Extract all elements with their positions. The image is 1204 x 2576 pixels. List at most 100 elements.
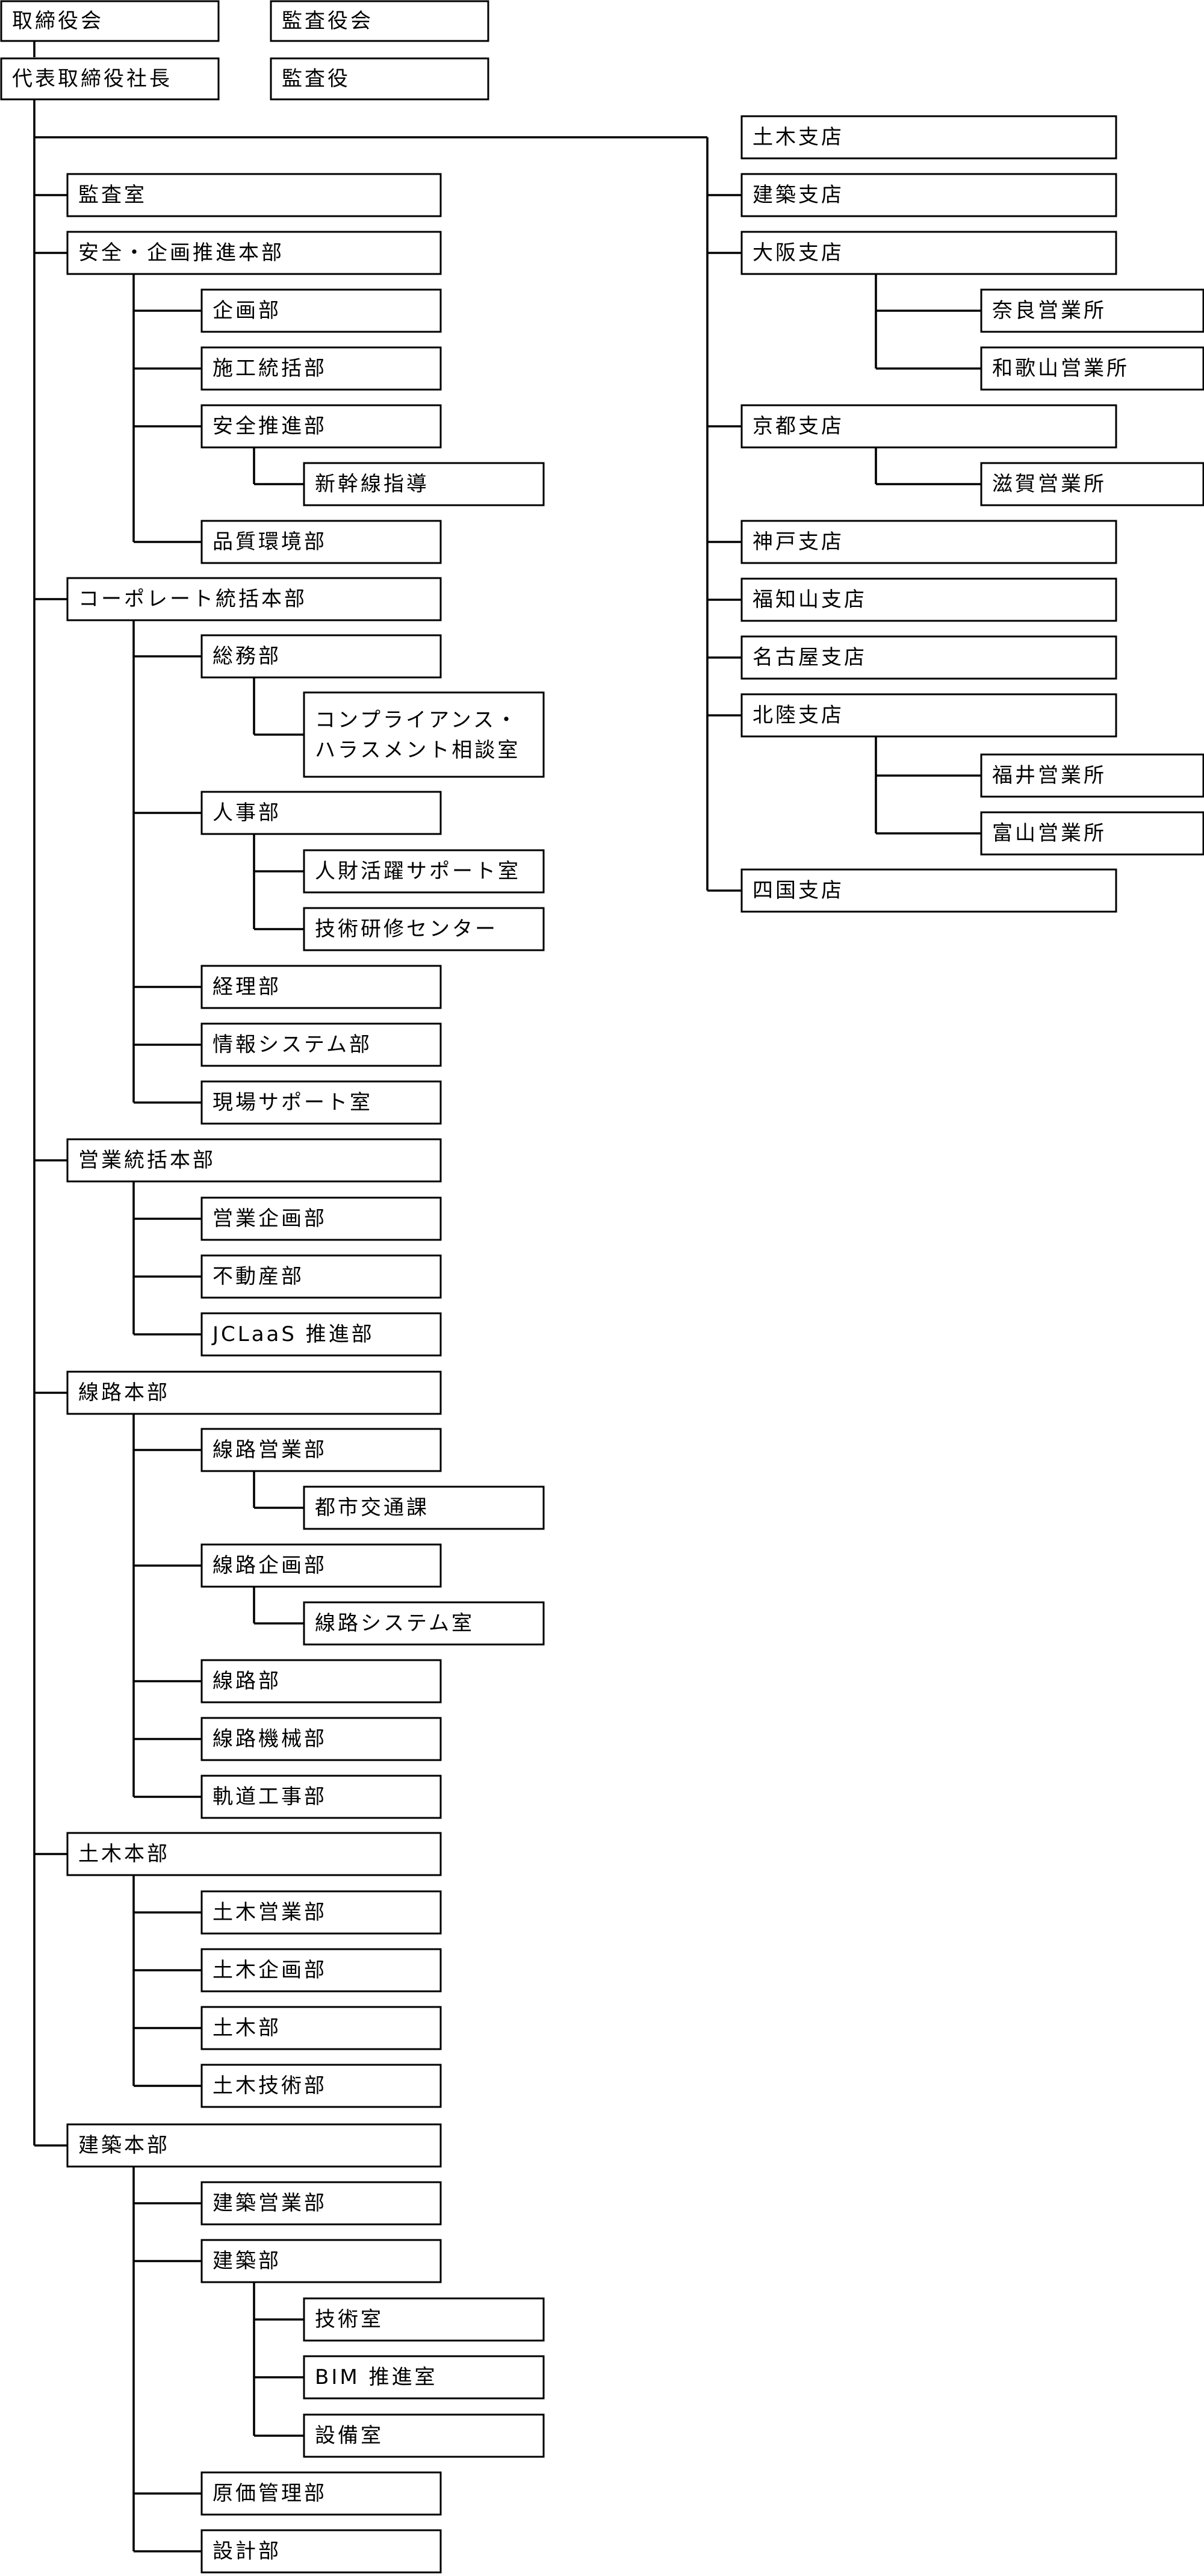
shikoku-branch-label: 四国支店: [752, 879, 844, 903]
jclaas-dept-box: JCLaaS 推進部: [200, 1312, 442, 1357]
shiga-office-box: 滋賀営業所: [980, 462, 1204, 506]
civil-dept-label: 土木部: [213, 2016, 281, 2040]
planning-dept-box: 企画部: [200, 288, 442, 333]
civil-planning-dept-label: 土木企画部: [213, 1958, 327, 1982]
hokuriku-branch-box: 北陸支店: [740, 693, 1117, 738]
kyoto-branch-box: 京都支店: [740, 404, 1117, 449]
audit-board-label: 監査役会: [282, 9, 373, 33]
civil-sales-dept-box: 土木営業部: [200, 1890, 442, 1935]
track-construction-dept-box: 軌道工事部: [200, 1775, 442, 1819]
kobe-branch-box: 神戸支店: [740, 520, 1117, 564]
hr-dept-label: 人事部: [213, 801, 281, 825]
accounting-dept-box: 経理部: [200, 965, 442, 1009]
track-dept-box: 線路部: [200, 1659, 442, 1703]
talent-support-office-label: 人財活躍サポート室: [315, 859, 521, 883]
shikoku-branch-box: 四国支店: [740, 868, 1117, 913]
civil-hq-box: 土木本部: [66, 1832, 442, 1876]
track-planning-dept-label: 線路企画部: [213, 1554, 327, 1578]
general-affairs-dept-box: 総務部: [200, 634, 442, 679]
civil-hq-label: 土木本部: [78, 1842, 170, 1866]
tech-office-box: 技術室: [303, 2297, 545, 2342]
sales-hq-box: 営業統括本部: [66, 1138, 442, 1183]
site-support-office-label: 現場サポート室: [213, 1090, 373, 1115]
jclaas-dept-label: JCLaaS 推進部: [211, 1322, 374, 1346]
president-label: 代表取締役社長: [12, 67, 172, 91]
shinkansen-guidance-box: 新幹線指導: [303, 462, 545, 506]
tech-office-label: 技術室: [315, 2307, 383, 2332]
audit-board-box: 監査役会: [270, 0, 489, 42]
bim-office-box: BIM 推進室: [303, 2355, 545, 2400]
building-branch-label: 建築支店: [752, 183, 844, 207]
osaka-branch-box: 大阪支店: [740, 231, 1117, 275]
building-hq-label: 建築本部: [78, 2133, 170, 2158]
board-of-directors-label: 取締役会: [12, 9, 104, 33]
facilities-office-box: 設備室: [303, 2413, 545, 2458]
hr-dept-box: 人事部: [200, 791, 442, 835]
building-sales-dept-label: 建築営業部: [213, 2191, 327, 2215]
shinkansen-guidance-label: 新幹線指導: [315, 472, 429, 496]
building-hq-box: 建築本部: [66, 2123, 442, 2168]
civil-branch-label: 土木支店: [752, 125, 844, 149]
cost-management-dept-box: 原価管理部: [200, 2471, 442, 2516]
shiga-office-label: 滋賀営業所: [992, 472, 1106, 496]
nara-office-label: 奈良営業所: [992, 299, 1106, 323]
compliance-office-label-line1: コンプライアンス・: [315, 708, 519, 732]
sales-planning-dept-label: 営業企画部: [213, 1207, 327, 1231]
civil-sales-dept-label: 土木営業部: [213, 1900, 327, 1924]
safety-planning-hq-box: 安全・企画推進本部: [66, 231, 442, 275]
toyama-office-box: 富山営業所: [980, 811, 1204, 856]
sales-planning-dept-box: 営業企画部: [200, 1196, 442, 1241]
construction-control-dept-box: 施工統括部: [200, 346, 442, 391]
planning-dept-label: 企画部: [213, 299, 281, 323]
track-construction-dept-label: 軌道工事部: [213, 1785, 327, 1809]
audit-office-box: 監査室: [66, 173, 442, 217]
site-support-office-box: 現場サポート室: [200, 1080, 442, 1125]
urban-transport-section-label: 都市交通課: [315, 1496, 429, 1520]
corporate-hq-box: コーポレート統括本部: [66, 577, 442, 621]
real-estate-dept-box: 不動産部: [200, 1254, 442, 1299]
info-systems-dept-label: 情報システム部: [213, 1033, 372, 1057]
building-branch-box: 建築支店: [740, 173, 1117, 217]
track-planning-dept-box: 線路企画部: [200, 1543, 442, 1588]
quality-env-dept-box: 品質環境部: [200, 520, 442, 564]
corporate-hq-label: コーポレート統括本部: [78, 587, 307, 611]
civil-tech-dept-box: 土木技術部: [200, 2064, 442, 2108]
quality-env-dept-label: 品質環境部: [213, 530, 327, 554]
bim-office-label: BIM 推進室: [315, 2365, 438, 2389]
talent-support-office-box: 人財活躍サポート室: [303, 849, 545, 894]
safety-promotion-dept-label: 安全推進部: [213, 414, 327, 438]
track-machinery-dept-box: 線路機械部: [200, 1717, 442, 1761]
civil-dept-box: 土木部: [200, 2006, 442, 2050]
facilities-office-label: 設備室: [315, 2424, 383, 2448]
design-dept-label: 設計部: [213, 2539, 281, 2563]
hokuriku-branch-label: 北陸支店: [752, 703, 844, 727]
building-dept-label: 建築部: [213, 2249, 281, 2273]
connector-lines: [33, 41, 981, 2553]
cost-management-dept-label: 原価管理部: [213, 2481, 327, 2506]
track-sales-dept-box: 線路営業部: [200, 1428, 442, 1472]
civil-tech-dept-label: 土木技術部: [213, 2074, 327, 2098]
design-dept-box: 設計部: [200, 2529, 442, 2574]
track-dept-label: 線路部: [213, 1669, 281, 1693]
track-hq-box: 線路本部: [66, 1370, 442, 1415]
track-system-office-label: 線路システム室: [315, 1611, 474, 1635]
building-dept-box: 建築部: [200, 2239, 442, 2283]
fukui-office-box: 福井営業所: [980, 753, 1204, 798]
safety-planning-hq-label: 安全・企画推進本部: [78, 241, 284, 265]
track-system-office-box: 線路システム室: [303, 1601, 545, 1646]
auditor-label: 監査役: [282, 67, 350, 91]
nagoya-branch-label: 名古屋支店: [752, 646, 867, 670]
auditor-box: 監査役: [270, 57, 489, 101]
toyama-office-label: 富山営業所: [992, 821, 1106, 845]
training-center-label: 技術研修センター: [315, 917, 498, 941]
real-estate-dept-label: 不動産部: [213, 1265, 304, 1289]
wakayama-office-box: 和歌山営業所: [980, 346, 1204, 391]
track-machinery-dept-label: 線路機械部: [213, 1727, 327, 1751]
accounting-dept-label: 経理部: [213, 975, 281, 999]
kobe-branch-label: 神戸支店: [752, 530, 844, 554]
sales-hq-label: 営業統括本部: [78, 1148, 216, 1172]
compliance-office-box: コンプライアンス・ ハラスメント相談室: [303, 691, 545, 778]
safety-promotion-dept-box: 安全推進部: [200, 404, 442, 449]
urban-transport-section-box: 都市交通課: [303, 1486, 545, 1530]
